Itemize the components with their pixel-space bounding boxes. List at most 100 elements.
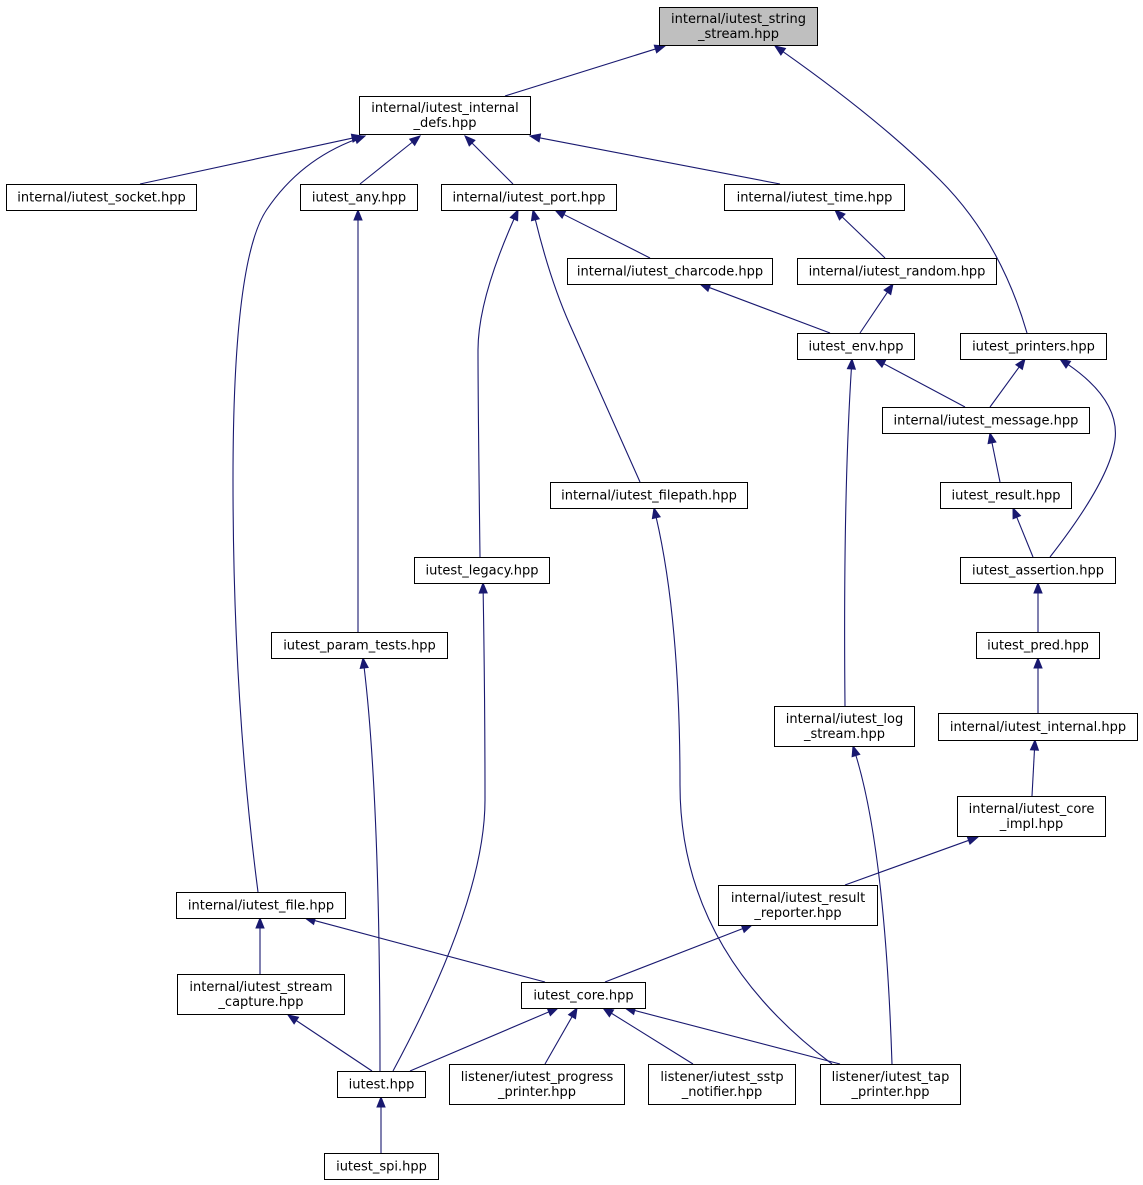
arrowhead [846,357,857,370]
arrowhead [651,506,661,520]
node-box [797,333,915,360]
node-label: _stream.hpp [803,727,885,742]
edge-port-to-internal-defs [464,135,514,185]
node-time[interactable]: internal/iutest_time.hpp [724,184,905,211]
arrowhead [1058,358,1072,369]
node-result[interactable]: iutest_result.hpp [940,482,1072,509]
arrowhead [1029,738,1040,751]
node-box [882,407,1090,434]
node-assertion[interactable]: iutest_assertion.hpp [960,557,1116,584]
arrowhead [653,44,667,54]
arrowhead [255,916,265,929]
edge-result-reporter-to-core-impl [844,836,980,886]
arrowhead [353,208,363,221]
edge-log-stream-to-env [844,357,857,707]
edge-spi-to-iutest [376,1095,386,1153]
edge-iutest-to-core [409,1007,560,1072]
node-result-reporter[interactable]: internal/iutest_result_reporter.hpp [718,885,878,926]
node-sstp-notifier[interactable]: listener/iutest_sstp_notifier.hpp [648,1064,796,1105]
node-core[interactable]: iutest_core.hpp [521,982,646,1009]
edge-file-to-internal-defs [232,135,367,893]
node-label: _printer.hpp [497,1085,576,1100]
node-box [659,7,818,46]
node-filepath[interactable]: internal/iutest_filepath.hpp [550,482,748,509]
edge-core-to-file [303,916,546,983]
node-file[interactable]: internal/iutest_file.hpp [176,892,346,919]
node-core-impl[interactable]: internal/iutest_core_impl.hpp [957,796,1106,837]
node-label: listener/iutest_tap [832,1070,950,1085]
arrowhead [530,208,541,222]
edge-assertion-to-printers [1049,358,1116,558]
node-env[interactable]: iutest_env.hpp [797,333,915,360]
node-box [957,796,1106,837]
arrowhead [883,282,894,296]
node-legacy[interactable]: iutest_legacy.hpp [414,557,550,584]
node-box [449,1064,625,1105]
node-label: iutest_spi.hpp [336,1160,427,1175]
node-internal-defs[interactable]: internal/iutest_internal_defs.hpp [359,96,531,135]
arrowhead [1033,656,1043,669]
node-spi[interactable]: iutest_spi.hpp [324,1153,439,1180]
edge-printers-to-string-stream [773,45,1028,334]
node-printers[interactable]: iutest_printers.hpp [960,333,1107,360]
edge-random-to-time [834,209,886,259]
node-box [359,96,531,135]
node-charcode[interactable]: internal/iutest_charcode.hpp [567,258,773,285]
node-pred[interactable]: iutest_pred.hpp [976,632,1100,659]
edge-internal-to-pred [1033,656,1043,713]
node-label: internal/iutest_core [969,802,1095,817]
node-progress-printer[interactable]: listener/iutest_progress_printer.hpp [449,1064,625,1105]
node-label: _reporter.hpp [753,906,841,921]
node-any[interactable]: iutest_any.hpp [300,184,418,211]
node-box [300,184,418,211]
node-string-stream[interactable]: internal/iutest_string_stream.hpp [659,7,818,46]
edge-filepath-to-port [530,208,641,483]
node-box [960,557,1116,584]
node-label: listener/iutest_sstp [660,1070,783,1085]
edge-env-to-random [859,282,894,334]
node-log-stream[interactable]: internal/iutest_log_stream.hpp [774,706,915,747]
edge-tap-printer-to-core [623,1006,841,1065]
node-label: internal/iutest_internal [371,101,518,116]
edge-message-to-printers [989,357,1026,408]
node-box [976,632,1100,659]
nodes-layer: internal/iutest_string_stream.hppinterna… [6,7,1138,1180]
node-stream-capture[interactable]: internal/iutest_stream_capture.hpp [177,974,345,1015]
arrowhead [359,656,369,669]
node-label: internal/iutest_internal.hpp [950,720,1126,735]
node-box [724,184,905,211]
node-box [177,974,345,1015]
edge-tap-printer-to-filepath [651,506,833,1065]
arrowhead [834,209,846,221]
node-label: _impl.hpp [999,817,1064,832]
arrowhead [353,135,367,145]
arrowhead [1033,581,1043,594]
edge-result-to-message [987,431,1001,483]
node-label: internal/iutest_log [786,712,903,727]
node-message[interactable]: internal/iutest_message.hpp [882,407,1090,434]
node-tap-printer[interactable]: listener/iutest_tap_printer.hpp [820,1064,961,1105]
node-random[interactable]: internal/iutest_random.hpp [797,258,997,285]
node-label: internal/iutest_socket.hpp [17,191,186,206]
node-label: iutest_result.hpp [952,489,1061,504]
arrowhead [1014,357,1026,371]
node-label: listener/iutest_progress [461,1070,614,1085]
node-iutest[interactable]: iutest.hpp [337,1071,426,1098]
arrowhead [464,135,476,147]
node-param-tests[interactable]: iutest_param_tests.hpp [271,632,448,659]
edge-internal-defs-to-string-stream [504,44,667,97]
edge-socket-to-internal-defs [139,133,364,185]
arrowhead [567,1006,578,1020]
node-box [567,258,773,285]
edge-iutest-to-param-tests [359,656,381,1072]
node-internal[interactable]: internal/iutest_internal.hpp [938,713,1138,741]
node-label: internal/iutest_string [671,12,806,27]
node-label: iutest_pred.hpp [987,639,1089,654]
node-label: iutest_env.hpp [808,340,903,355]
arrowhead [773,45,787,56]
node-socket[interactable]: internal/iutest_socket.hpp [6,184,197,211]
arrowhead [987,431,997,445]
edge-iutest-to-stream-capture [286,1014,373,1072]
node-port[interactable]: internal/iutest_port.hpp [441,184,617,211]
edge-pred-to-assertion [1033,581,1043,632]
